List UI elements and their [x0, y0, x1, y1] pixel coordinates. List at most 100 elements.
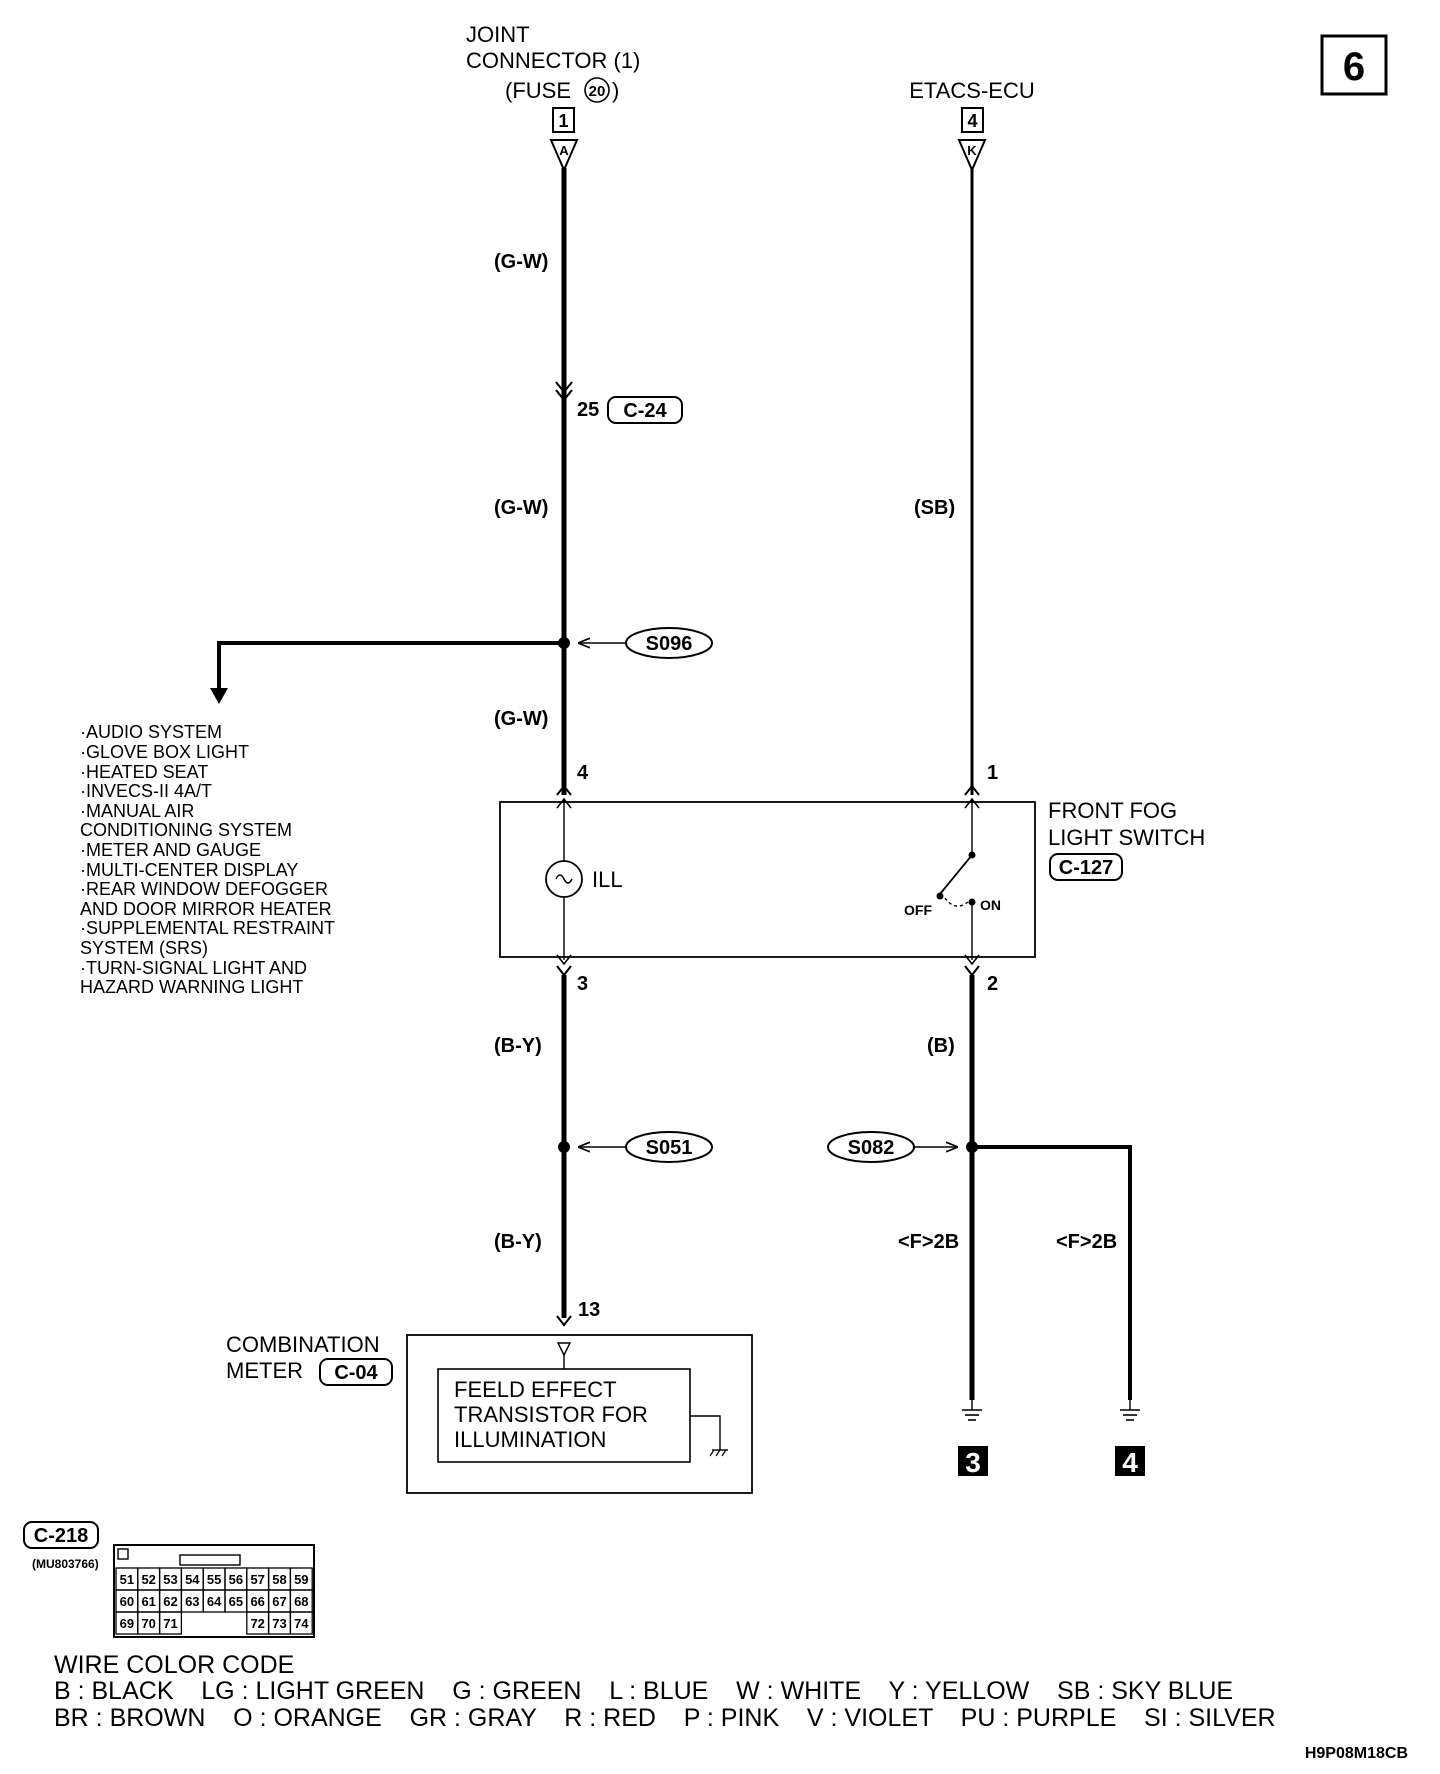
c218-pin-cell — [289, 1611, 313, 1635]
branch-item: ·REAR WINDOW DEFOGGER — [80, 879, 328, 899]
c218-pin-number: 66 — [250, 1594, 264, 1609]
wire-by-top: (B-Y) — [494, 1035, 542, 1057]
branch-list: ·AUDIO SYSTEM ·GLOVE BOX LIGHT ·HEATED S… — [80, 722, 335, 997]
s051-label: S051 — [646, 1137, 693, 1159]
off-label: OFF — [904, 902, 932, 918]
c218-pin-number: 55 — [207, 1572, 221, 1587]
c218-pin-number: 56 — [229, 1572, 243, 1587]
joint-connector-title-1: JOINT — [466, 22, 530, 47]
meter-pin: 13 — [578, 1299, 600, 1321]
meter-title-2: METER — [226, 1358, 303, 1383]
c218-pin-number: 65 — [229, 1594, 243, 1609]
c218-pin-number: 60 — [120, 1594, 134, 1609]
switch-lever-icon — [939, 854, 973, 895]
c127-label: C-127 — [1059, 857, 1113, 879]
branch-item: ·METER AND GAUGE — [80, 840, 261, 860]
c218-pin-number: 61 — [141, 1594, 155, 1609]
c218-pin-number: 64 — [207, 1594, 222, 1609]
branch-item: HAZARD WARNING LIGHT — [80, 977, 303, 997]
fuse-number: 20 — [589, 83, 606, 100]
color-code-line-1: B : BLACK LG : LIGHT GREEN G : GREEN L :… — [54, 1677, 1233, 1705]
c218-pin-number: 70 — [141, 1616, 155, 1631]
branch-item: ·MANUAL AIR — [80, 801, 194, 821]
wire-color-code: WIRE COLOR CODE B : BLACK LG : LIGHT GRE… — [54, 1651, 1276, 1732]
c218-pin-number: 53 — [163, 1572, 177, 1587]
splice-s051: S051 — [558, 1131, 713, 1163]
c218-pin-cell — [158, 1611, 183, 1635]
ground-3-number: 3 — [965, 1447, 981, 1478]
c24-pin: 25 — [577, 399, 599, 421]
on-label: ON — [980, 897, 1001, 913]
c218-pin-number: 51 — [120, 1572, 134, 1587]
fet-line-1: FEELD EFFECT — [454, 1377, 617, 1402]
wire-gw-low: (G-W) — [494, 708, 548, 730]
c218-pin-number: 68 — [294, 1594, 308, 1609]
c218-pin-number: 73 — [272, 1616, 286, 1631]
ground-4: 4 — [1115, 1398, 1145, 1478]
splice-s096: S096 — [210, 627, 713, 704]
connector-a-triangle — [549, 139, 579, 173]
c218-part-no: (MU803766) — [32, 1557, 99, 1571]
c218-pin-number: 63 — [185, 1594, 199, 1609]
c218-pin-number: 52 — [141, 1572, 155, 1587]
color-code-line-2: BR : BROWN O : ORANGE GR : GRAY R : RED … — [54, 1704, 1276, 1732]
fuse-suffix: ) — [612, 78, 619, 103]
connector-c24: 25 C-24 — [577, 396, 683, 424]
c04-label: C-04 — [334, 1362, 378, 1384]
right-wire-lower — [966, 975, 1132, 1400]
connector-a-letter: A — [559, 143, 569, 158]
branch-item: CONDITIONING SYSTEM — [80, 820, 292, 840]
wire-b: (B) — [927, 1035, 955, 1057]
etacs-page-ref: 4 — [967, 111, 977, 131]
diagram-code: H9P08M18CB — [1305, 1745, 1408, 1762]
c218-pin-number: 62 — [163, 1594, 177, 1609]
branch-item: ·GLOVE BOX LIGHT — [80, 742, 249, 762]
ground-3: 3 — [958, 1398, 988, 1478]
joint-connector-title-2: CONNECTOR (1) — [466, 48, 640, 73]
c218-label: C-218 — [34, 1525, 88, 1547]
wire-sb: (SB) — [914, 497, 955, 519]
c218-pin-number: 59 — [294, 1572, 308, 1587]
left-wire — [555, 168, 573, 795]
branch-item: ·HEATED SEAT — [80, 762, 208, 782]
branch-item: ·SUPPLEMENTAL RESTRAINT — [80, 918, 335, 938]
page-number-box: 6 — [1320, 34, 1388, 96]
fog-switch-pin-1: 1 — [987, 762, 998, 784]
branch-item: ·INVECS-II 4A/T — [80, 781, 212, 801]
joint-connector-header: JOINT CONNECTOR (1) (FUSE 20 ) 1 A — [466, 22, 640, 173]
page-number: 6 — [1343, 45, 1365, 89]
branch-item: ·MULTI-CENTER DISPLAY — [80, 860, 298, 880]
c218-pin-number: 71 — [163, 1616, 177, 1631]
c218-pin-number: 69 — [120, 1616, 134, 1631]
connector-k-letter: K — [967, 143, 977, 158]
fuse-prefix: (FUSE — [505, 78, 571, 103]
branch-item: ·AUDIO SYSTEM — [80, 722, 222, 742]
c24-label: C-24 — [623, 400, 667, 422]
branch-item: SYSTEM (SRS) — [80, 938, 208, 958]
fog-switch-title-2: LIGHT SWITCH — [1048, 825, 1205, 850]
fet-line-2: TRANSISTOR FOR — [454, 1402, 648, 1427]
wire-f2b-right: <F>2B — [1056, 1231, 1117, 1253]
fog-switch-pin-2: 2 — [987, 973, 998, 995]
c218-pin-number: 72 — [250, 1616, 264, 1631]
c218-pin-number: 57 — [250, 1572, 264, 1587]
fuse-number-circle — [584, 77, 610, 103]
connector-c04: C-04 — [319, 1358, 393, 1386]
fog-switch-pin-4: 4 — [577, 762, 589, 784]
s096-label: S096 — [646, 633, 693, 655]
front-fog-light-switch: ILL OFF ON — [499, 784, 1036, 977]
c218-pin-number: 58 — [272, 1572, 286, 1587]
fet-line-3: ILLUMINATION — [454, 1427, 606, 1452]
wire-gw-top: (G-W) — [494, 251, 548, 273]
wire-gw-mid: (G-W) — [494, 497, 548, 519]
c218-pin-number: 74 — [294, 1616, 309, 1631]
s082-label: S082 — [848, 1137, 895, 1159]
fog-switch-pin-3: 3 — [577, 973, 588, 995]
splice-s082: S082 — [827, 1131, 958, 1163]
meter-title-1: COMBINATION — [226, 1332, 380, 1357]
wire-f2b-left: <F>2B — [898, 1231, 959, 1253]
wire-by-low: (B-Y) — [494, 1231, 542, 1253]
ill-label: ILL — [592, 867, 623, 892]
